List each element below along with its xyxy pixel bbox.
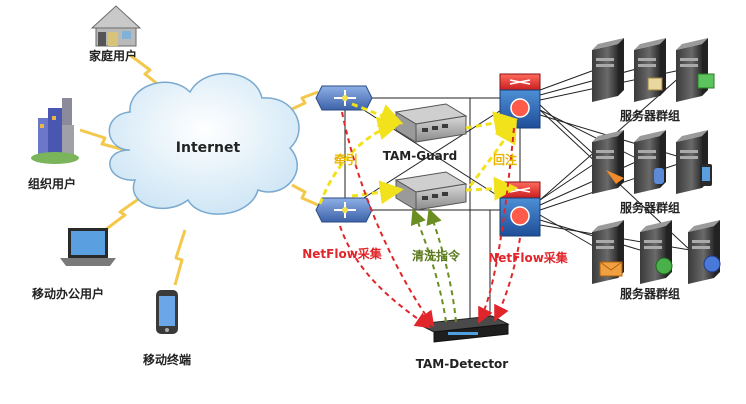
server-icon [634, 130, 666, 194]
internet-label: Internet [176, 140, 241, 156]
tam-guard-appliance-top [394, 103, 468, 143]
netflow-left-label: NetFlow采集 [302, 246, 383, 261]
server-icon [640, 220, 673, 284]
netflow-arrows [339, 111, 521, 329]
home-user-label: 家庭用户 [89, 48, 137, 63]
router-bottom-icon [315, 197, 373, 223]
clean-command-label: 清洗指令 [412, 248, 461, 263]
server-group-3: 服务器群组 [592, 220, 721, 301]
tam-detector-label: TAM-Detector [416, 357, 509, 371]
server-group-2: 服务器群组 [592, 130, 712, 215]
server-icon [676, 130, 712, 194]
server-icon [592, 220, 624, 284]
mobile-phone-icon [156, 290, 178, 334]
wireless-links [79, 53, 319, 286]
router-top-icon [315, 85, 373, 111]
server-group-label: 服务器群组 [620, 286, 680, 301]
tam-guard-label: TAM-Guard [383, 149, 457, 163]
laptop-icon [60, 228, 116, 266]
server-group-1: 服务器群组 [592, 38, 715, 123]
internet-cloud: Internet [108, 72, 300, 215]
server-group-label: 服务器群组 [620, 200, 680, 215]
org-user-label: 组织用户 [28, 176, 76, 191]
tam-detector-appliance [416, 315, 510, 343]
diversion-label: 牵引 [334, 152, 358, 167]
server-icon [592, 38, 624, 102]
mobile-terminal-label: 移动终端 [143, 352, 191, 367]
server-icon [634, 38, 666, 102]
server-group-label: 服务器群组 [620, 108, 680, 123]
server-icon [592, 130, 624, 194]
diversion-arrows [318, 102, 518, 205]
clean-command-arrows [410, 208, 457, 323]
mobile-office-label: 移动办公用户 [32, 286, 104, 301]
netflow-right-label: NetFlow采集 [488, 250, 569, 265]
home-user-icon [90, 5, 142, 47]
server-icon [676, 38, 715, 102]
switch-bottom-icon [499, 181, 541, 237]
server-icon [688, 220, 721, 284]
organization-building-icon [31, 98, 79, 164]
reinject-label: 回注 [493, 152, 517, 167]
tam-guard-appliance-bottom [394, 171, 468, 211]
